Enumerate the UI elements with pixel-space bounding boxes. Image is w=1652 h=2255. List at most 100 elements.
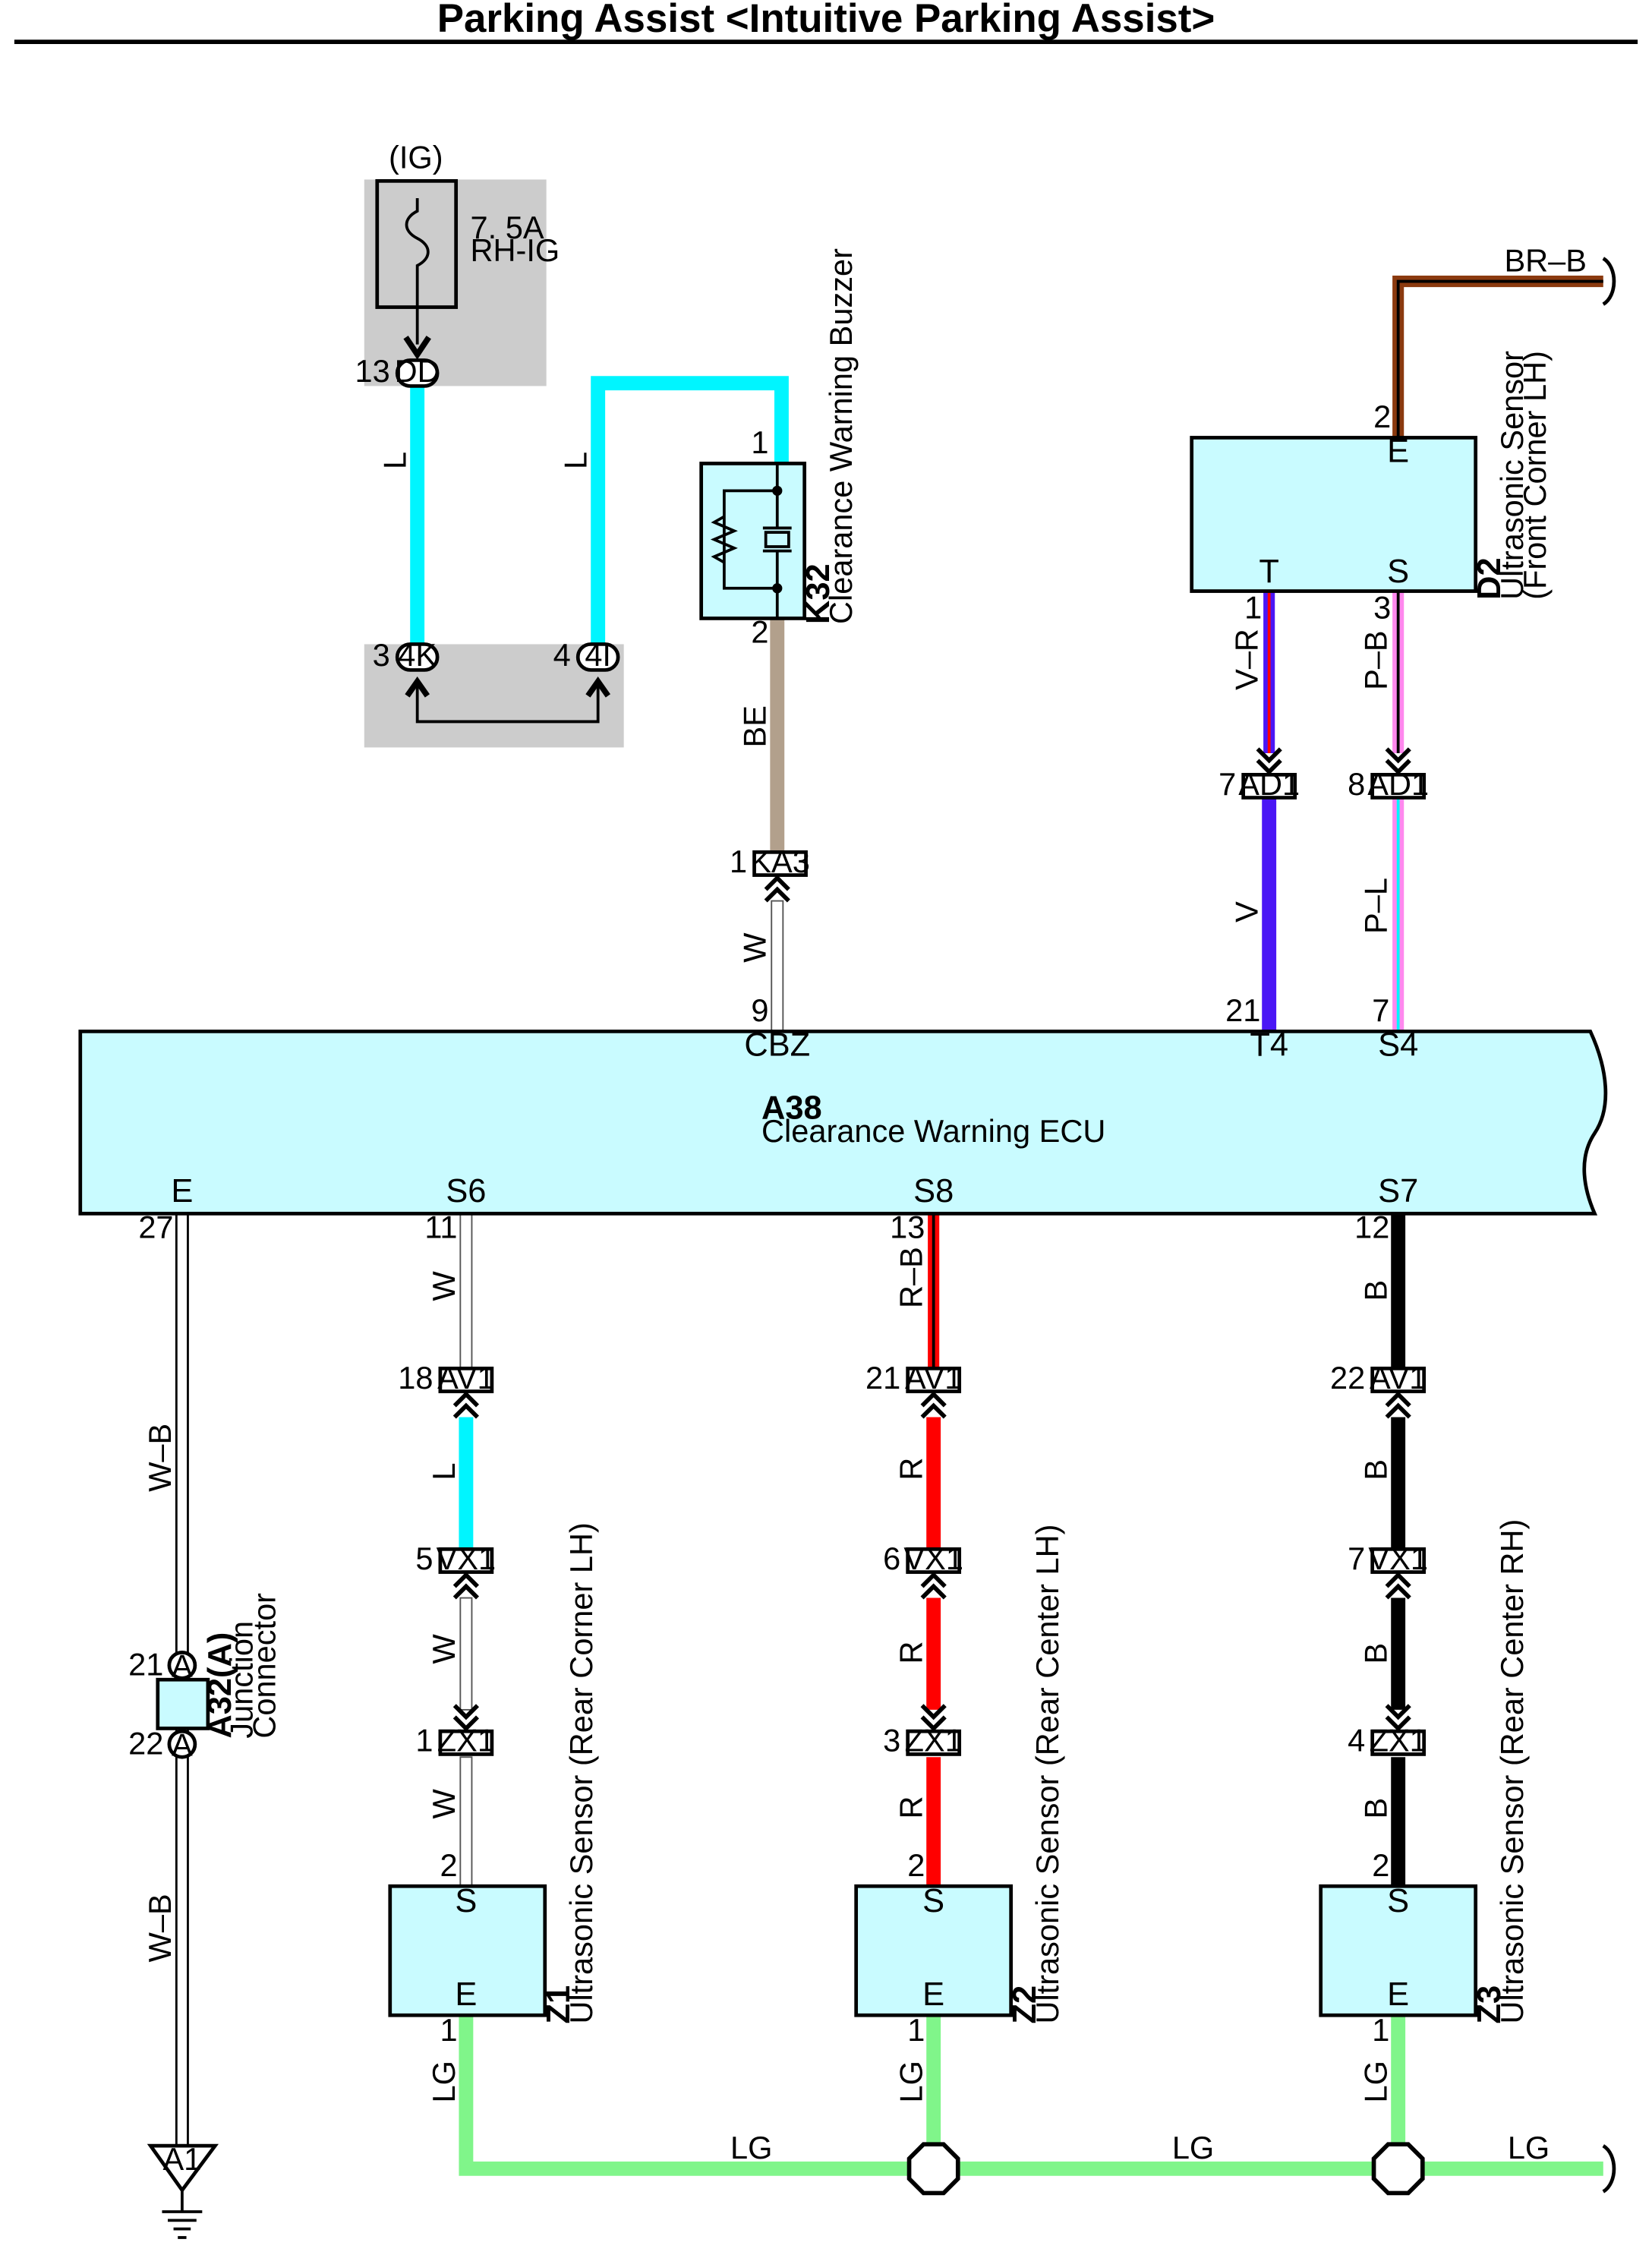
- connector-vx1-s8-label: VX1: [903, 1541, 963, 1576]
- pin-ad1-p: 8: [1348, 766, 1365, 802]
- pin-4i: 4: [553, 637, 571, 673]
- a32-id: A32(A): [202, 1632, 238, 1739]
- connector-av1-s6: [438, 1366, 494, 1393]
- ad1p-chevron-2: [1385, 758, 1411, 775]
- wire-label-b-s7-3: B: [1358, 1643, 1394, 1664]
- zx1-s8-chevron-2: [920, 1715, 947, 1732]
- pin-ad1-v: 7: [1219, 766, 1236, 802]
- pin-av1-s6: 18: [398, 1360, 433, 1396]
- connector-vx1-s7: [1370, 1547, 1427, 1574]
- connector-zx1-s7-label: ZX1: [1370, 1723, 1427, 1758]
- connector-av1-s6-label: AV1: [437, 1360, 494, 1396]
- ecu-terminal-cbz: CBZ: [744, 1027, 810, 1064]
- d2-id: D2: [1471, 557, 1508, 600]
- ecu-terminal-e: E: [171, 1173, 193, 1210]
- z1-id: Z1: [541, 1985, 577, 2024]
- connector-4k-label: 4K: [398, 637, 437, 673]
- wire-lg-bus: [459, 2015, 1603, 2176]
- zx1-s8-chevron-1: [920, 1704, 947, 1720]
- pin-a32-in: 21: [128, 1647, 163, 1683]
- connector-av1-s7-label: AV1: [1370, 1360, 1427, 1396]
- wire-w-s6-1: [459, 1213, 473, 1370]
- wire-label-lg-z3: LG: [1358, 2061, 1394, 2102]
- connector-av1-s8-label: AV1: [905, 1360, 962, 1396]
- jumper-arrow-left: [405, 676, 430, 698]
- wire-label-lg-bus-2: LG: [1172, 2130, 1214, 2165]
- zx1-s6-chevron-2: [452, 1715, 480, 1732]
- z2-name: Ultrasonic Sensor (Rear Center LH): [1029, 1524, 1065, 2023]
- ecu-name: Clearance Warning ECU: [761, 1113, 1105, 1149]
- wire-label-b-s7-4: B: [1358, 1798, 1394, 1819]
- pin-z3-s: 2: [1372, 1847, 1389, 1883]
- pin-vx1-s6: 5: [415, 1541, 433, 1576]
- wire-label-pl: P–L: [1358, 878, 1394, 934]
- vx1-s6-chevron-1: [452, 1572, 480, 1588]
- buzzer-node-bottom: [772, 583, 783, 594]
- wire-break-top-right: [1602, 257, 1616, 306]
- sensor-d2: [1190, 436, 1478, 593]
- ecu-id: A38: [761, 1090, 822, 1127]
- connector-vx1-s8: [906, 1547, 962, 1574]
- wire-label-wb-2: W–B: [142, 1894, 178, 1962]
- a32-terminal-in-label: A: [172, 1648, 193, 1683]
- fuse-rating: 7. 5A: [471, 210, 544, 245]
- av1-s7-chevron-2: [1385, 1402, 1411, 1419]
- z3-id: Z3: [1471, 1985, 1508, 2024]
- wire-label-r-s8-1: R: [894, 1458, 929, 1481]
- ecu-terminal-s6: S6: [446, 1173, 486, 1210]
- fuse-name: RH-IG: [471, 232, 560, 268]
- a32-name-2: Connector: [247, 1593, 282, 1739]
- connector-zx1-s6-label: ZX1: [437, 1723, 495, 1758]
- pin-zx1-s7: 4: [1348, 1723, 1365, 1758]
- ad1p-chevron-1: [1385, 747, 1411, 764]
- buzzer-node-top: [772, 485, 783, 496]
- wire-label-lg-bus-3: LG: [1508, 2130, 1550, 2165]
- wire-label-wb-1: W–B: [142, 1424, 178, 1492]
- d2-terminal-s: S: [1387, 554, 1409, 590]
- ecu-terminal-s8: S8: [913, 1173, 954, 1210]
- wire-label-vr: V–R: [1229, 629, 1265, 690]
- buzzer-resistor-icon: [710, 515, 738, 564]
- ecu-terminal-s7: S7: [1378, 1173, 1418, 1210]
- pin-k32-1: 1: [751, 424, 768, 460]
- z3-name: Ultrasonic Sensor (Rear Center RH): [1494, 1519, 1530, 2024]
- wire-brb-stripe: [1396, 279, 1603, 438]
- wire-label-r-s8-3: R: [894, 1796, 929, 1818]
- connector-ad1-v-label: AD1: [1238, 766, 1300, 802]
- fuse-source-label: (IG): [389, 139, 443, 175]
- a32-body: [156, 1677, 210, 1730]
- z2-id: Z2: [1007, 1985, 1043, 2024]
- fuse-icon: [405, 197, 430, 282]
- z1-name: Ultrasonic Sensor (Rear Corner LH): [563, 1522, 599, 2023]
- wire-label-l-2: L: [558, 452, 594, 469]
- pin-ecu-t4: 21: [1225, 992, 1260, 1028]
- wire-label-l-s6: L: [426, 1463, 462, 1481]
- pin-ecu-cbz: 9: [751, 992, 768, 1028]
- ecu-terminal-s4: S4: [1378, 1027, 1418, 1064]
- av1-s8-chevron-2: [920, 1402, 947, 1419]
- connector-ad1-p-label: AD1: [1367, 766, 1429, 802]
- sensor-z3: [1319, 1884, 1478, 2017]
- wire-label-brb: BR–B: [1504, 242, 1587, 278]
- splice-point-z2: [906, 2142, 960, 2196]
- ground-a1: [147, 2143, 219, 2194]
- sensor-z2: [854, 1884, 1014, 2017]
- pin-zx1-s6: 1: [415, 1723, 433, 1758]
- z3-terminal-e: E: [1387, 1976, 1409, 2013]
- z2-terminal-s: S: [922, 1883, 944, 1919]
- connector-zx1-s8-label: ZX1: [905, 1723, 963, 1758]
- connector-4i: [575, 642, 620, 672]
- wire-label-be: BE: [737, 705, 773, 747]
- pin-av1-s8: 21: [865, 1360, 900, 1396]
- k32-name: Clearance Warning Buzzer: [823, 248, 859, 624]
- z2-terminal-e: E: [922, 1976, 944, 2013]
- wire-label-b-s7-1: B: [1358, 1280, 1394, 1301]
- a32-terminal-out-label: A: [172, 1727, 193, 1762]
- connector-ad1-v: [1241, 772, 1297, 800]
- av1-s8-chevron-1: [920, 1391, 947, 1408]
- av1-s6-chevron-2: [452, 1402, 480, 1419]
- wire-label-v: V: [1229, 901, 1265, 922]
- fuse-connector-arrow: [403, 336, 431, 360]
- connector-ka3: [752, 850, 808, 877]
- wire-label-w-s6-1: W: [426, 1271, 462, 1301]
